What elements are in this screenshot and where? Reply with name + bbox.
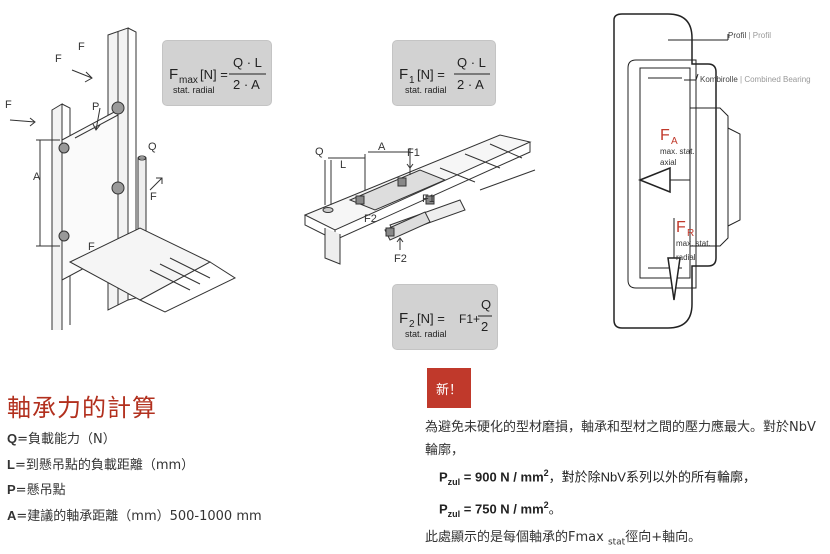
svg-text:Q · L: Q · L xyxy=(457,55,486,70)
section-heading: 軸承力的計算 xyxy=(7,394,157,422)
diagram-label: F xyxy=(150,191,157,203)
diagram-label: A xyxy=(33,171,41,183)
diagram-label: Q xyxy=(315,146,324,158)
svg-text:stat. radial: stat. radial xyxy=(173,85,215,95)
svg-text:[N] =: [N] = xyxy=(417,67,445,82)
new-badge: 新！ xyxy=(427,368,471,408)
formula-f1: F 1 [N] = stat. radial Q · L 2 · A xyxy=(392,40,496,106)
roller-label: Kombirolle | Combined Bearing xyxy=(700,75,811,84)
legend-item: P=懸吊點 xyxy=(7,482,66,498)
note-intro: 為避免未硬化的型材磨損，軸承和型材之間的壓力應最大。對於NbV輪廓， xyxy=(425,420,816,458)
note-footer: 此處顯示的是每個軸承的Fmax stat徑向+軸向。 xyxy=(425,529,702,548)
legend-item: Q=負載能力（N） xyxy=(7,431,116,447)
diagram-label: P xyxy=(92,101,99,113)
symbol-legend: Q=負載能力（N） L=到懸吊點的負載距離（mm） P=懸吊點 A=建議的軸承距… xyxy=(7,427,262,529)
svg-text:R: R xyxy=(687,228,694,239)
svg-text:F: F xyxy=(399,66,408,83)
svg-text:[N] =: [N] = xyxy=(200,67,228,82)
left-mounting-diagram: F F F P A Q F F xyxy=(5,27,237,330)
diagram-label: F2 xyxy=(394,253,407,265)
diagram-label: Q xyxy=(148,141,157,153)
diagram-label: F2 xyxy=(364,213,377,225)
svg-text:1: 1 xyxy=(409,75,415,86)
svg-text:[N] =: [N] = xyxy=(417,311,445,326)
diagram-label: F xyxy=(78,41,85,53)
svg-text:max. stat.: max. stat. xyxy=(660,147,695,156)
formula-fmax: F max [N] = stat. radial Q · L 2 · A xyxy=(162,40,272,106)
svg-text:F1+: F1+ xyxy=(459,312,480,326)
right-profile-diagram: Profil | Profil Kombirolle | Combined Be… xyxy=(613,13,811,329)
svg-text:2 · A: 2 · A xyxy=(457,77,484,92)
pressure-other: Pzul = 750 N / mm2。 xyxy=(439,499,562,519)
pressure-nbv: Pzul = 900 N / mm2，對於除NbV系列以外的所有輪廓， xyxy=(439,468,756,487)
svg-text:A: A xyxy=(671,136,678,147)
force-radial-label: F R max. stat. radial xyxy=(676,219,711,262)
svg-text:F: F xyxy=(399,310,408,327)
svg-text:stat. radial: stat. radial xyxy=(405,329,447,339)
svg-text:Q · L: Q · L xyxy=(233,55,262,70)
svg-text:F: F xyxy=(169,66,178,83)
formula-f2: F 2 [N] = stat. radial F1+ Q 2 xyxy=(392,284,498,350)
diagram-label: F1 xyxy=(407,147,420,159)
svg-text:2: 2 xyxy=(481,319,488,334)
force-axial-label: F A max. stat. axial xyxy=(660,127,695,167)
svg-text:F: F xyxy=(660,127,670,144)
svg-text:axial: axial xyxy=(660,158,677,167)
diagram-label: F xyxy=(5,99,12,111)
center-rail-diagram: Q L A F1 F2 F1 F2 xyxy=(303,134,536,265)
svg-text:Q: Q xyxy=(481,297,491,312)
svg-text:2 · A: 2 · A xyxy=(233,77,260,92)
legend-item: A=建議的軸承距離（mm）500-1000 mm xyxy=(7,507,262,524)
svg-text:stat. radial: stat. radial xyxy=(405,85,447,95)
diagram-label: F xyxy=(88,241,95,253)
svg-text:max: max xyxy=(179,75,198,86)
diagram-label: L xyxy=(340,159,346,171)
svg-text:max. stat.: max. stat. xyxy=(676,239,711,248)
pressure-note: 為避免未硬化的型材磨損，軸承和型材之間的壓力應最大。對於NbV輪廓， Pzul … xyxy=(425,416,825,554)
svg-text:F: F xyxy=(676,219,686,236)
svg-text:2: 2 xyxy=(409,319,415,330)
diagram-label: F xyxy=(55,53,62,65)
diagram-label: F1 xyxy=(422,193,435,205)
legend-item: L=到懸吊點的負載距離（mm） xyxy=(7,456,195,473)
diagram-label: A xyxy=(378,141,386,153)
svg-text:radial: radial xyxy=(676,253,696,262)
profile-label: Profil | Profil xyxy=(728,31,771,40)
